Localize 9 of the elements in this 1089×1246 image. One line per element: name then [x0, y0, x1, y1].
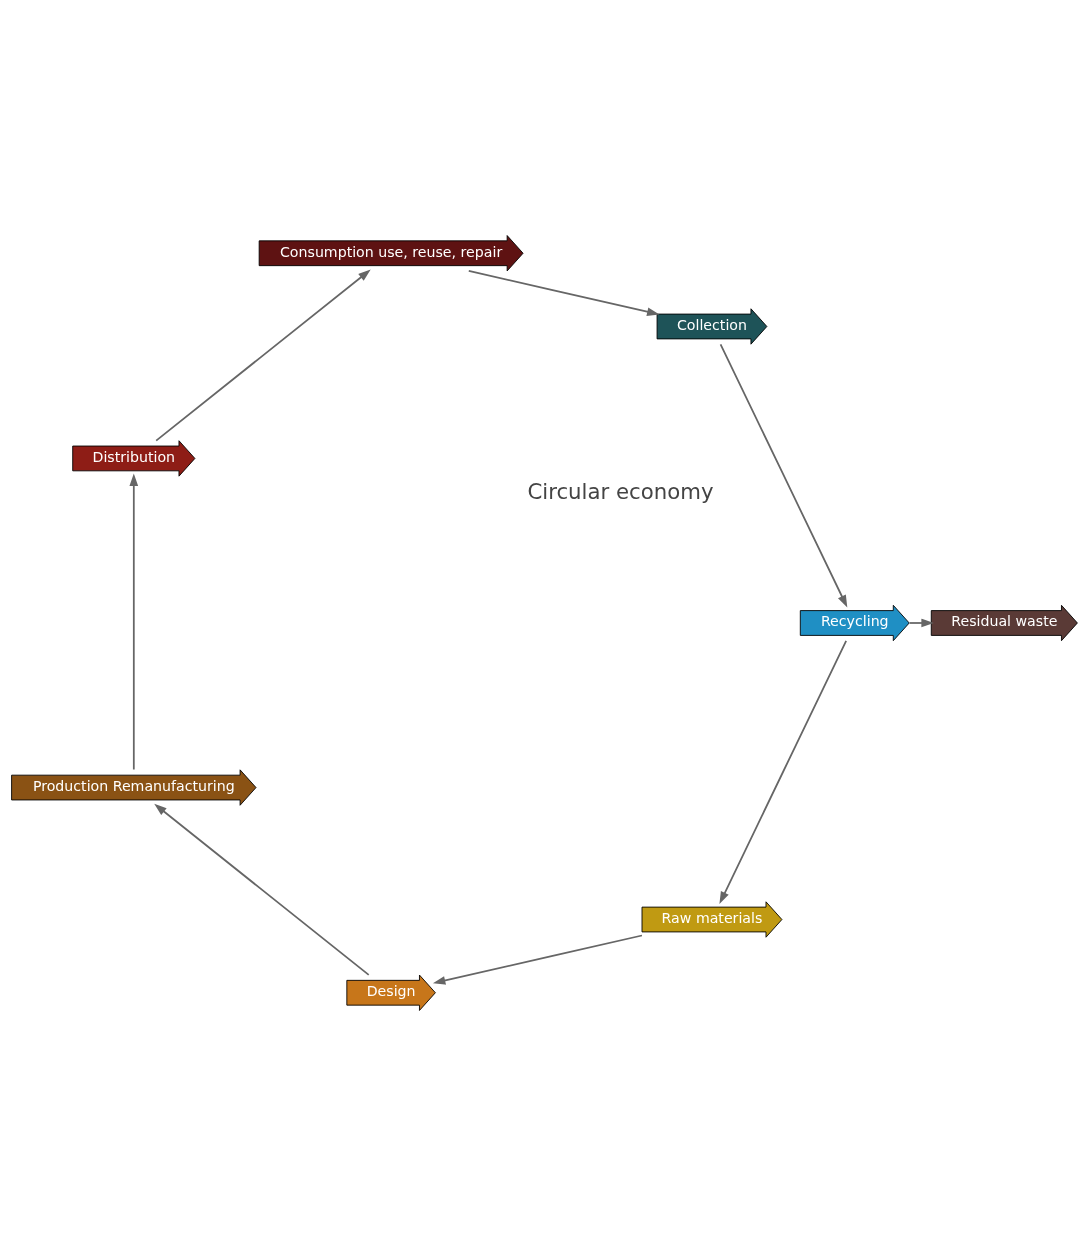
- arrow: [719, 640, 848, 905]
- arrow: [129, 473, 139, 771]
- arrow: [908, 618, 934, 628]
- arrow: [154, 803, 370, 976]
- arrow: [432, 934, 643, 985]
- arrow: [155, 269, 371, 442]
- arrow: [719, 343, 848, 608]
- label: Circular economy: [527, 479, 714, 505]
- arrow: [467, 270, 660, 316]
